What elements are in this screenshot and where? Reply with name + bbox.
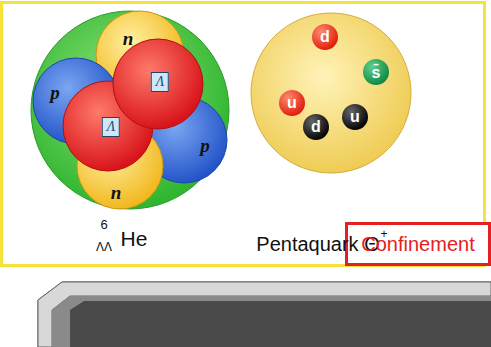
building-illustration (38, 282, 491, 347)
lambda-label: Λ (102, 117, 120, 137)
hyperon-subscript: ΛΛ (96, 241, 112, 253)
proton-label: p (200, 136, 210, 155)
pentaquark-circle (250, 12, 412, 174)
neutron-label: n (111, 183, 122, 202)
quark-label: d (320, 29, 330, 45)
box-label: Confinement (361, 234, 474, 254)
quark-label: u (350, 109, 360, 125)
mass-number: 6 (100, 218, 107, 231)
lambda-label: Λ (151, 72, 169, 92)
quark-label: u (287, 95, 297, 111)
quark-label: d (311, 119, 321, 135)
quark-label: s̄ (372, 65, 381, 81)
pentaquark-label: Pentaquark Θ (256, 234, 379, 254)
neutron-label: n (123, 29, 134, 48)
element-symbol: He (121, 228, 148, 249)
proton-label: p (50, 83, 60, 102)
